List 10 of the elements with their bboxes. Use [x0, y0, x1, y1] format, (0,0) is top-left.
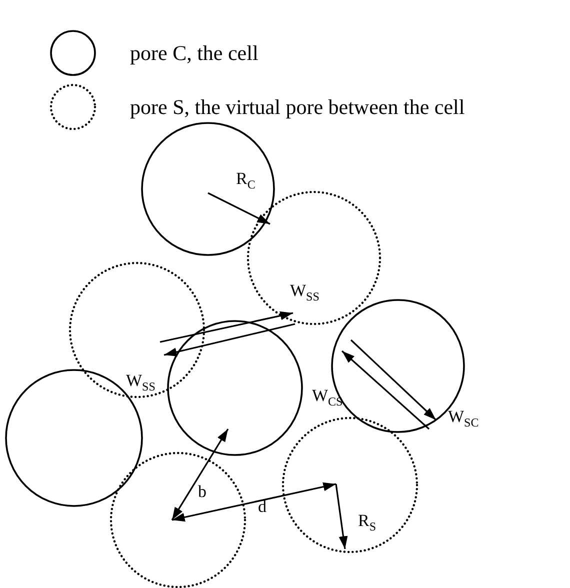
distance-label: d [258, 498, 266, 515]
radius-label: R$_{C}$ [236, 170, 256, 190]
flux-label: W$_{CS}$ [312, 387, 343, 408]
legend-label: pore C, the cell [130, 43, 258, 64]
flux-label: W$_{SS}$ [290, 282, 320, 302]
legend-label: pore S, the virtual pore between the cell [130, 97, 465, 118]
flux-label: W$_{SS}$ [126, 372, 156, 392]
flux-label: W$_{SC}$ [448, 408, 479, 428]
distance-label: b [198, 483, 206, 500]
radius-label: R$_{S}$ [358, 512, 376, 532]
